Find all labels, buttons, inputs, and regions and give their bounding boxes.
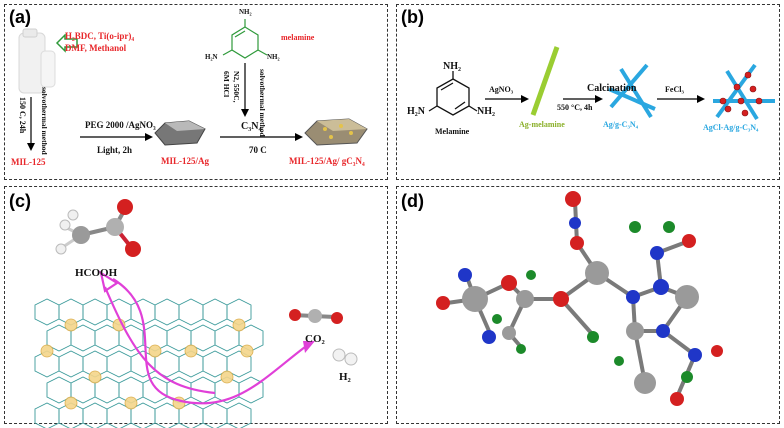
co2-molecule-icon xyxy=(289,309,343,324)
melamine-structure-icon xyxy=(222,19,268,59)
mil125-label: MIL-125 xyxy=(11,157,46,167)
melamine-label: melamine xyxy=(281,33,315,42)
b-nh2-top: NH₂ xyxy=(443,61,461,72)
panel-c-graphics xyxy=(34,199,358,428)
b-calc-cond: 550 °C, 4h xyxy=(557,103,593,112)
b-final: AgCl-Ag/g-C₃N₄ xyxy=(703,123,759,132)
panel-d-label: (d) xyxy=(401,191,424,211)
b-fecl3: FeCl₃ xyxy=(665,85,684,94)
method-left: solvothermal method xyxy=(40,87,49,155)
panel-a-graphics xyxy=(18,19,368,151)
product2-label: MIL-125/Ag xyxy=(161,156,209,166)
reagents-line1: H₂BDC, Ti(o-ipr)₄ xyxy=(65,31,135,41)
mil125-ag-gc3n4-crystal-icon xyxy=(304,118,368,146)
b-ag-gc3n4: Ag/g-C₃N₄ xyxy=(603,120,639,129)
hcooh-label: HCOOH xyxy=(75,267,118,279)
panel-a: (a) xyxy=(4,4,388,180)
green-hollow-arrow-icon xyxy=(55,33,78,53)
cond-left: 150 C, 24h xyxy=(18,97,27,134)
panel-c: (c) xyxy=(4,186,388,428)
ag-gc3n4-structure xyxy=(608,63,656,119)
b-nh2-right: NH₂ xyxy=(477,106,495,117)
b-melamine-label: Melamine xyxy=(435,127,470,136)
product3-label: MIL-125/Ag/ gC₃N₄ xyxy=(289,156,365,166)
hcooh-molecule-icon xyxy=(55,199,141,257)
panel-b-label: (b) xyxy=(401,7,424,27)
h2-label: H₂ xyxy=(339,371,351,383)
co2-label: CO₂ xyxy=(305,333,325,345)
reaction-pathway-arrows xyxy=(99,270,315,405)
b-ag-melamine: Ag-melamine xyxy=(519,120,565,129)
step2-bottom: Light, 2h xyxy=(97,145,133,155)
reagents-line2: DMF, Methanol xyxy=(65,43,127,53)
b-h2n: H₂N xyxy=(407,106,425,117)
mil125-ag-crystal-icon xyxy=(154,120,206,146)
panel-b: (b) xyxy=(396,4,780,180)
melamine-h2n: H₂N xyxy=(205,53,218,61)
cond-right-2: 6M HCl xyxy=(222,71,231,98)
temp70-label: 70 C xyxy=(249,145,267,155)
b-agno3: AgNO₃ xyxy=(489,85,514,94)
step2-top: PEG 2000 /AgNO₃ xyxy=(85,120,156,130)
reagent-bottle-icon xyxy=(18,28,56,94)
c3n4-label: C₃N₄ xyxy=(241,121,262,132)
gc3n4-lattice xyxy=(34,298,264,428)
h2-molecule-icon xyxy=(332,348,358,366)
b-calcination: Calcination xyxy=(587,83,637,94)
melamine-nh2-right: NH₂ xyxy=(267,53,280,61)
melamine-structure-icon xyxy=(428,71,478,116)
cond-right-1: N2, 550C, xyxy=(232,71,241,103)
agcl-ag-gc3n4-structure xyxy=(713,63,775,121)
active-site-highlights xyxy=(40,318,254,410)
panel-d: (d) xyxy=(396,186,780,424)
panel-c-label: (c) xyxy=(9,191,31,211)
ag-melamine-stick xyxy=(530,46,560,116)
panel-d-ball-stick-model xyxy=(436,191,723,406)
melamine-nh2-top: NH₂ xyxy=(239,8,252,16)
panel-b-graphics xyxy=(428,46,775,121)
panel-a-label: (a) xyxy=(9,7,31,27)
